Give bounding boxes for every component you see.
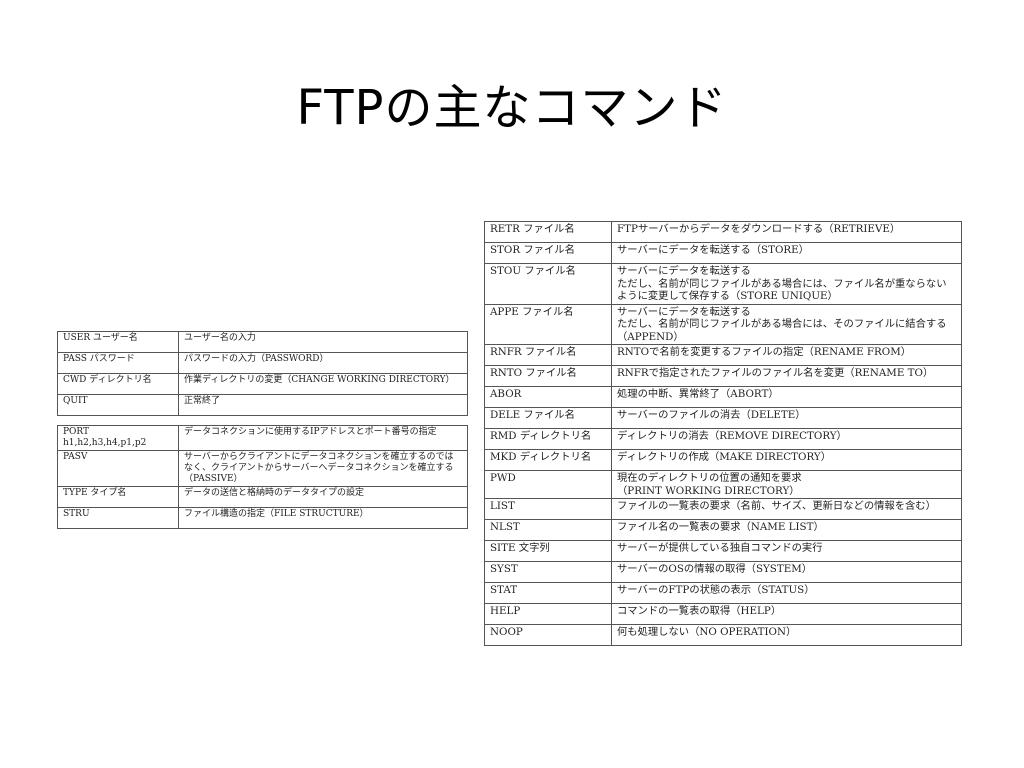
command-cell: TYPE タイプ名 [57,485,179,508]
command-cell: LIST [484,498,612,521]
command-cell: USER ユーザー名 [57,331,179,353]
description-cell: ディレクトリの消去（REMOVE DIRECTORY） [611,428,962,451]
command-cell: STAT [484,582,612,605]
description-cell: RNFRで指定されたファイルのファイル名を変更（RENAME TO） [611,365,962,388]
table-row: CWD ディレクトリ名作業ディレクトリの変更（CHANGE WORKING DI… [57,373,468,395]
description-cell: サーバーにデータを転送する（STORE） [611,242,962,264]
table-row: STOU ファイル名サーバーにデータを転送する ただし、名前が同じファイルがある… [484,263,962,305]
description-cell: ディレクトリの作成（MAKE DIRECTORY） [611,449,962,472]
description-cell: 作業ディレクトリの変更（CHANGE WORKING DIRECTORY） [178,373,468,395]
description-cell: ファイル構造の指定（FILE STRUCTURE） [178,506,468,529]
table-row: SITE 文字列サーバーが提供している独自コマンドの実行 [484,540,962,563]
description-cell: サーバーが提供している独自コマンドの実行 [611,540,962,563]
command-cell: SYST [484,561,612,584]
table-row: DELE ファイル名サーバーのファイルの消去（DELETE） [484,407,962,430]
description-cell: ファイルの一覧表の要求（名前、サイズ、更新日などの情報を含む） [611,498,962,521]
command-cell: NLST [484,519,612,542]
command-cell: NOOP [484,624,612,647]
command-cell: RETR ファイル名 [484,221,612,243]
table-row: RMD ディレクトリ名ディレクトリの消去（REMOVE DIRECTORY） [484,428,962,451]
command-cell: RNTO ファイル名 [484,365,612,388]
table-row: STOR ファイル名サーバーにデータを転送する（STORE） [484,242,962,264]
description-cell: 正常終了 [178,394,468,416]
description-cell: RNTOで名前を変更するファイルの指定（RENAME FROM） [611,344,962,367]
description-cell: サーバーのOSの情報の取得（SYSTEM） [611,561,962,584]
command-cell: APPE ファイル名 [484,303,612,346]
command-cell: STOR ファイル名 [484,242,612,264]
description-cell: サーバーのファイルの消去（DELETE） [611,407,962,430]
description-cell: FTPサーバーからデータをダウンロードする（RETRIEVE） [611,221,962,243]
command-cell: CWD ディレクトリ名 [57,373,179,395]
command-cell: PORT h1,h2,h3,h4,p1,p2 [57,425,179,451]
table-row: USER ユーザー名ユーザー名の入力 [57,331,468,353]
command-cell: ABOR [484,386,612,409]
command-cell: HELP [484,603,612,626]
command-cell: QUIT [57,394,179,416]
description-cell: サーバーにデータを転送する ただし、名前が同じファイルがある場合には、ファイル名… [611,263,962,305]
description-cell: データコネクションに使用するIPアドレスとポート番号の指定 [178,425,468,451]
description-cell: データの送信と格納時のデータタイプの設定 [178,485,468,508]
command-cell: DELE ファイル名 [484,407,612,430]
description-cell: コマンドの一覧表の取得（HELP） [611,603,962,626]
command-cell: PASV [57,449,179,487]
description-cell: サーバーからクライアントにデータコネクションを確立するのではなく、クライアントか… [178,449,468,487]
command-cell: MKD ディレクトリ名 [484,449,612,472]
command-cell: RNFR ファイル名 [484,344,612,367]
table-row: APPE ファイル名サーバーにデータを転送する ただし、名前が同じファイルがある… [484,303,962,346]
command-cell: SITE 文字列 [484,540,612,563]
table-row: MKD ディレクトリ名ディレクトリの作成（MAKE DIRECTORY） [484,449,962,472]
description-cell: 処理の中断、異常終了（ABORT） [611,386,962,409]
description-cell: 何も処理しない（NO OPERATION） [611,624,962,647]
description-cell: ファイル名の一覧表の要求（NAME LIST） [611,519,962,542]
table-row: PASS パスワードパスワードの入力（PASSWORD） [57,352,468,374]
command-cell: PASS パスワード [57,352,179,374]
command-cell: STOU ファイル名 [484,263,612,305]
description-cell: パスワードの入力（PASSWORD） [178,352,468,374]
description-cell: ユーザー名の入力 [178,331,468,353]
command-cell: RMD ディレクトリ名 [484,428,612,451]
table-row: TYPE タイプ名データの送信と格納時のデータタイプの設定 [57,485,468,508]
description-cell: 現在のディレクトリの位置の通知を要求 （PRINT WORKING DIRECT… [611,470,962,500]
description-cell: サーバーにデータを転送する ただし、名前が同じファイルがある場合には、そのファイ… [611,303,962,346]
description-cell: サーバーのFTPの状態の表示（STATUS） [611,582,962,605]
command-cell: PWD [484,470,612,500]
slide-title: FTPの主なコマンド [296,80,728,136]
command-cell: STRU [57,506,179,529]
